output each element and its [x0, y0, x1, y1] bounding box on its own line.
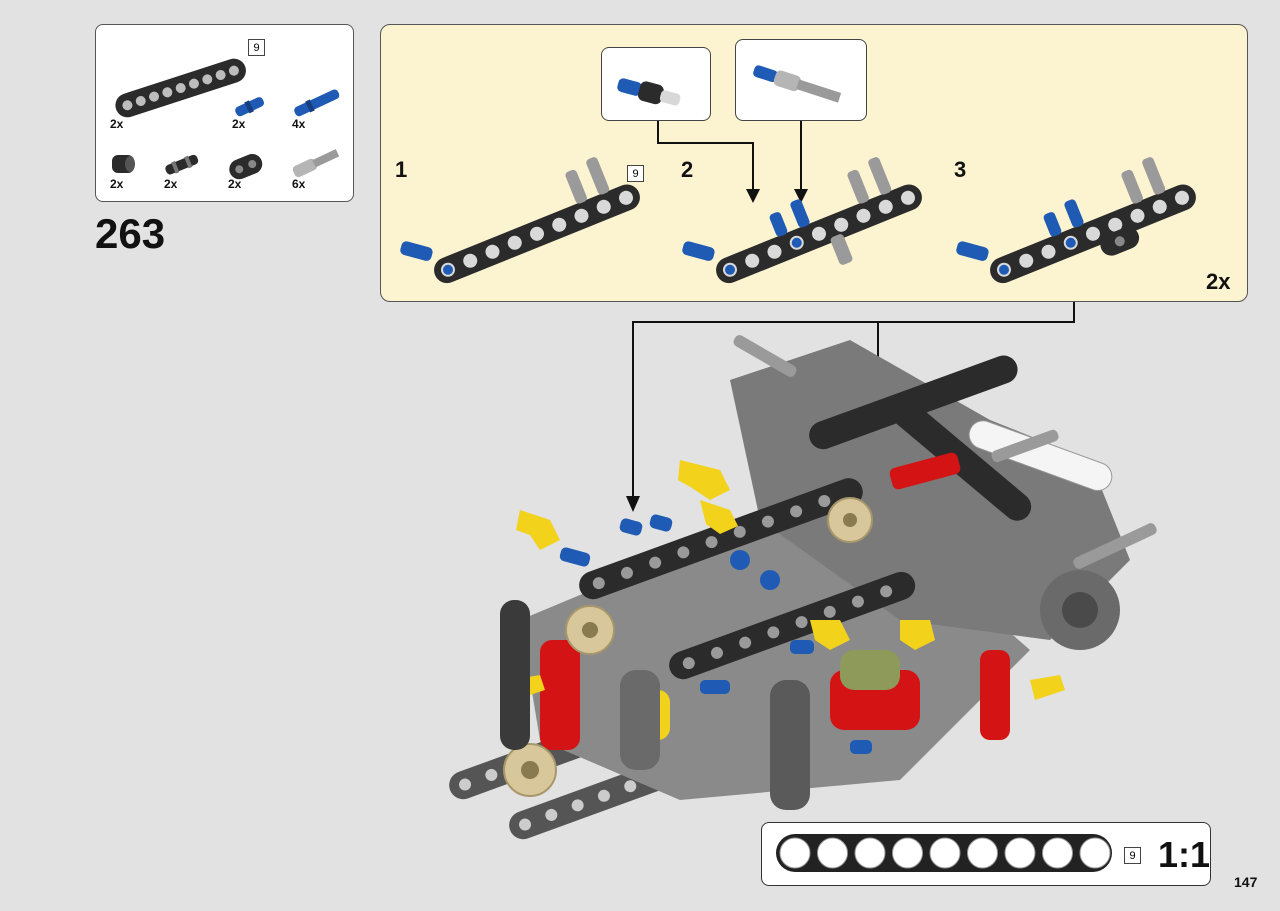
part-qty: 2x — [110, 177, 124, 191]
substep-number-2: 2 — [681, 157, 694, 182]
part-qty: 2x — [164, 177, 178, 191]
part-qty: 2x — [228, 177, 242, 191]
part-qty: 2x — [110, 117, 124, 131]
scale-indicator: 9 1:1 — [761, 822, 1211, 886]
blue-pin-short-part — [235, 97, 264, 117]
beam-9-part — [115, 58, 246, 118]
black-beam-2-part — [229, 154, 263, 180]
callout-arrows — [657, 121, 808, 203]
page-number: 147 — [1234, 874, 1258, 890]
subassembly-panel: 1 2 3 9 2x — [380, 24, 1248, 302]
callout-blue-axle-pin — [735, 39, 867, 121]
scale-beam — [776, 834, 1112, 872]
substep-1-model — [400, 157, 640, 284]
substep-2-model — [682, 157, 922, 284]
multiplier: 2x — [1206, 269, 1231, 294]
substep-number-1: 1 — [395, 157, 408, 182]
part-qty: 6x — [292, 177, 306, 191]
beam-length-badge: 9 — [248, 39, 265, 56]
substep-number-3: 3 — [954, 157, 967, 182]
step-number: 263 — [95, 210, 166, 257]
black-pin-connector-part — [165, 154, 199, 175]
black-bush-part — [112, 155, 135, 173]
substep-3-model — [956, 157, 1196, 284]
callout-blue-pin-bush — [601, 47, 711, 121]
part-qty: 4x — [292, 117, 306, 131]
part-qty: 2x — [232, 117, 246, 131]
blue-pin-long-part — [294, 89, 340, 117]
main-model-illustration — [449, 335, 1157, 840]
grey-axle-pin-part — [292, 149, 340, 178]
scale-ratio: 1:1 — [1158, 834, 1211, 875]
beam-length-badge: 9 — [627, 165, 644, 182]
scale-length-badge: 9 — [1124, 847, 1141, 864]
parts-list: 9 2x 2x 4x 2x 2x 2x 6x — [95, 24, 354, 202]
